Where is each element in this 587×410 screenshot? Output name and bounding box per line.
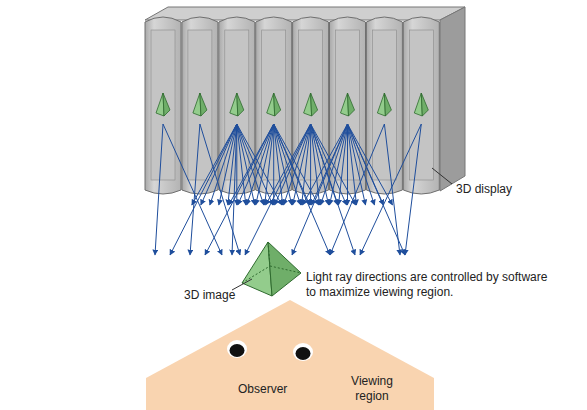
light-ray [348,124,384,205]
light-ray [330,124,348,205]
light-ray [274,124,292,205]
light-ray [330,124,384,255]
light-ray [284,124,311,205]
light-ray [155,124,163,255]
light-ray [311,124,329,205]
pyramid-icon [237,93,244,116]
eye-white [227,340,247,358]
3d-image-pyramid [242,242,301,296]
light-ray [237,124,255,205]
light-ray [405,124,421,255]
light-ray [205,124,274,255]
pyramid-icon [274,93,281,116]
light-ray [321,124,348,205]
pyramid-icon [421,93,428,116]
light-ray [293,124,311,205]
projector-panel [145,17,181,194]
region-label: Viewing region [342,374,402,404]
light-ray [190,124,200,255]
light-ray [266,124,311,205]
eye-white [293,343,313,361]
viewing-region-shape [146,300,434,410]
light-ray [201,124,237,205]
observer-label: Observer [238,382,308,397]
light-ray [292,124,348,255]
pyramid-icon [311,93,318,116]
light-ray [274,124,319,205]
light-ray [229,124,274,205]
light-ray [210,124,237,205]
light-ray [170,124,237,255]
part-label: 3D display [456,182,546,197]
panel-face [188,30,212,180]
text-holder: Light ray directions are controlled by s… [306,270,556,300]
display-side [440,7,465,191]
light-ray [347,124,348,205]
light-ray [275,124,311,205]
note-text: Light ray directions are controlled by s… [306,270,556,300]
light-ray [310,124,311,205]
light-ray [339,124,348,205]
projector-panel [403,17,439,194]
light-ray [163,124,222,255]
light-ray [236,124,237,205]
panel-face [151,30,175,180]
observer-head: Observer Viewing region [146,298,434,410]
text-holder: Observer [238,382,308,397]
light-ray [247,124,274,205]
light-ray [256,124,274,205]
text-holder: 3D display [456,182,546,197]
light-ray [219,124,237,205]
light-ray [273,124,274,205]
light-ray [312,124,348,205]
part-label: 3D image [184,288,244,303]
light-ray [348,124,366,205]
light-ray [238,124,274,205]
light-ray [311,124,355,255]
leader-line [432,168,452,184]
light-ray [200,124,240,255]
pyramid-icon [348,93,355,116]
light-ray [237,124,282,205]
panel-face [409,30,433,180]
eye-pupil [296,347,311,360]
observer-shape [146,298,434,410]
light-ray [303,124,348,205]
light-ray [348,124,393,205]
pyramid-icon [163,93,170,116]
text-holder: Viewing region [342,374,402,404]
text-holder: 3D image [184,288,244,303]
light-ray [192,124,237,205]
pyramid-icon [200,93,207,116]
eye-pupil [230,344,245,357]
pyramid-icon [384,93,391,116]
light-ray [311,124,356,205]
light-ray [384,124,400,255]
panel-face [372,30,396,180]
